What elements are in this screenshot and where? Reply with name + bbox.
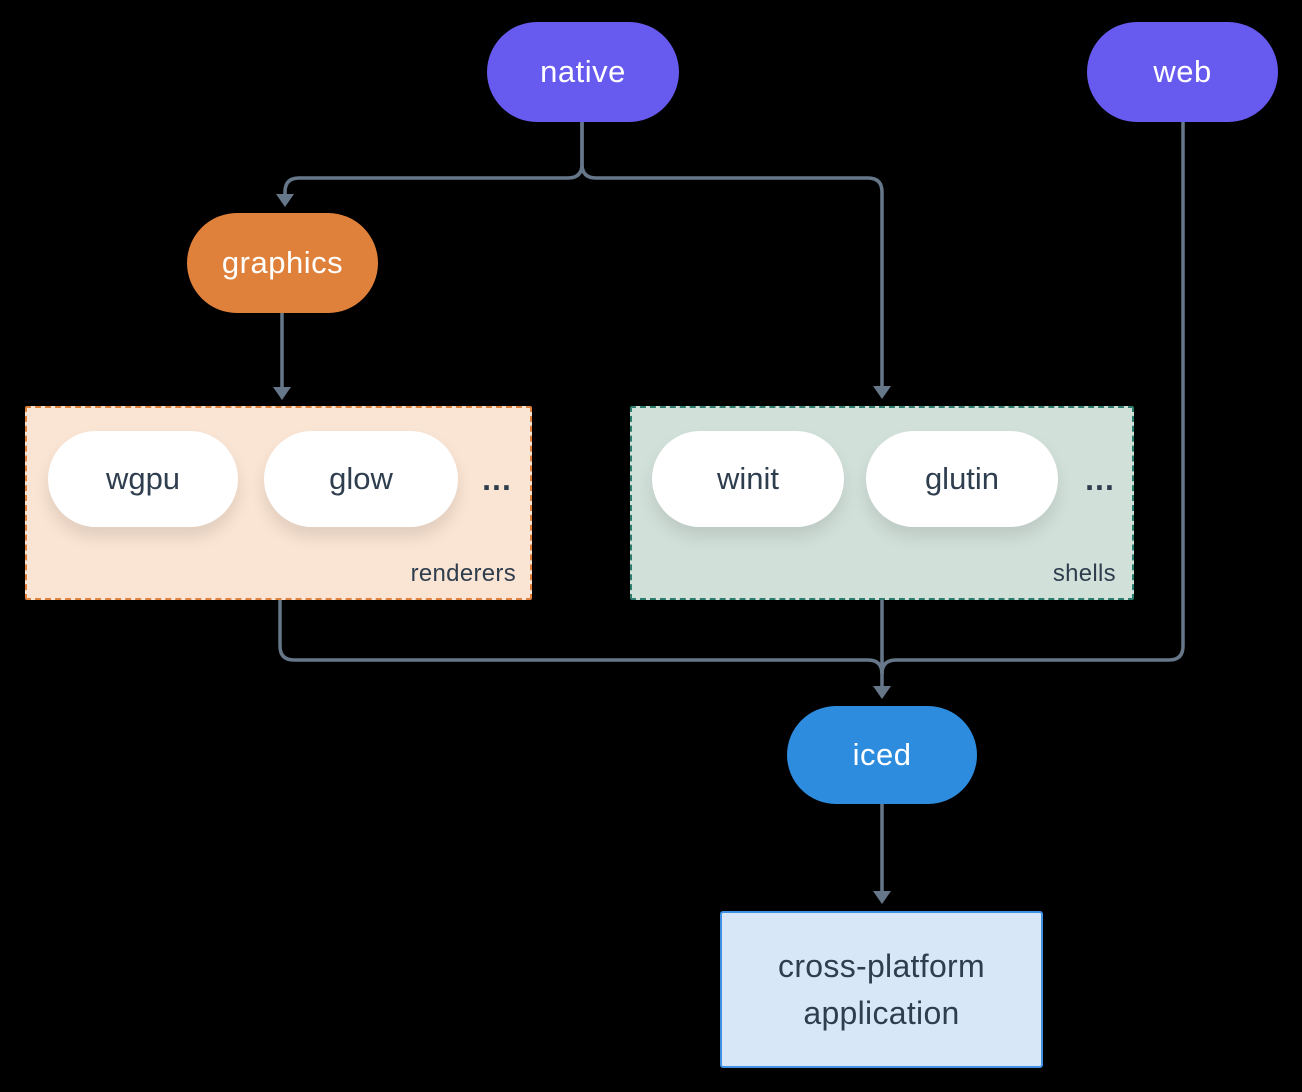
shells-group-label: shells xyxy=(1052,560,1116,587)
group-renderers: wgpu glow ... renderers xyxy=(25,406,532,600)
pill-winit: winit xyxy=(652,431,844,527)
pill-glow: glow xyxy=(264,431,458,527)
node-native-label: native xyxy=(540,54,626,89)
pill-wgpu-label: wgpu xyxy=(105,461,181,496)
application-label-line2: application xyxy=(803,994,960,1031)
node-web-label: web xyxy=(1153,54,1212,89)
node-iced: iced xyxy=(787,706,977,804)
node-application: cross-platform application xyxy=(720,911,1043,1068)
renderers-group-label: renderers xyxy=(410,560,516,587)
node-iced-label: iced xyxy=(852,737,912,772)
shells-ellipsis: ... xyxy=(1085,460,1115,497)
edge-renderers-to-junction xyxy=(278,600,884,675)
pill-glow-label: glow xyxy=(329,461,393,496)
group-shells: winit glutin ... shells xyxy=(630,406,1134,600)
pill-wgpu: wgpu xyxy=(48,431,238,527)
node-graphics-label: graphics xyxy=(221,245,344,280)
node-graphics: graphics xyxy=(187,213,378,313)
pill-glutin-label: glutin xyxy=(924,461,1000,496)
renderers-ellipsis: ... xyxy=(482,460,512,497)
pill-winit-label: winit xyxy=(716,461,779,496)
pill-glutin: glutin xyxy=(866,431,1058,527)
edge-native-to-graphics xyxy=(276,122,584,207)
node-native: native xyxy=(487,22,679,122)
application-label-line1: cross-platform xyxy=(778,947,985,984)
node-web: web xyxy=(1087,22,1278,122)
edge-native-to-shells xyxy=(580,122,891,399)
